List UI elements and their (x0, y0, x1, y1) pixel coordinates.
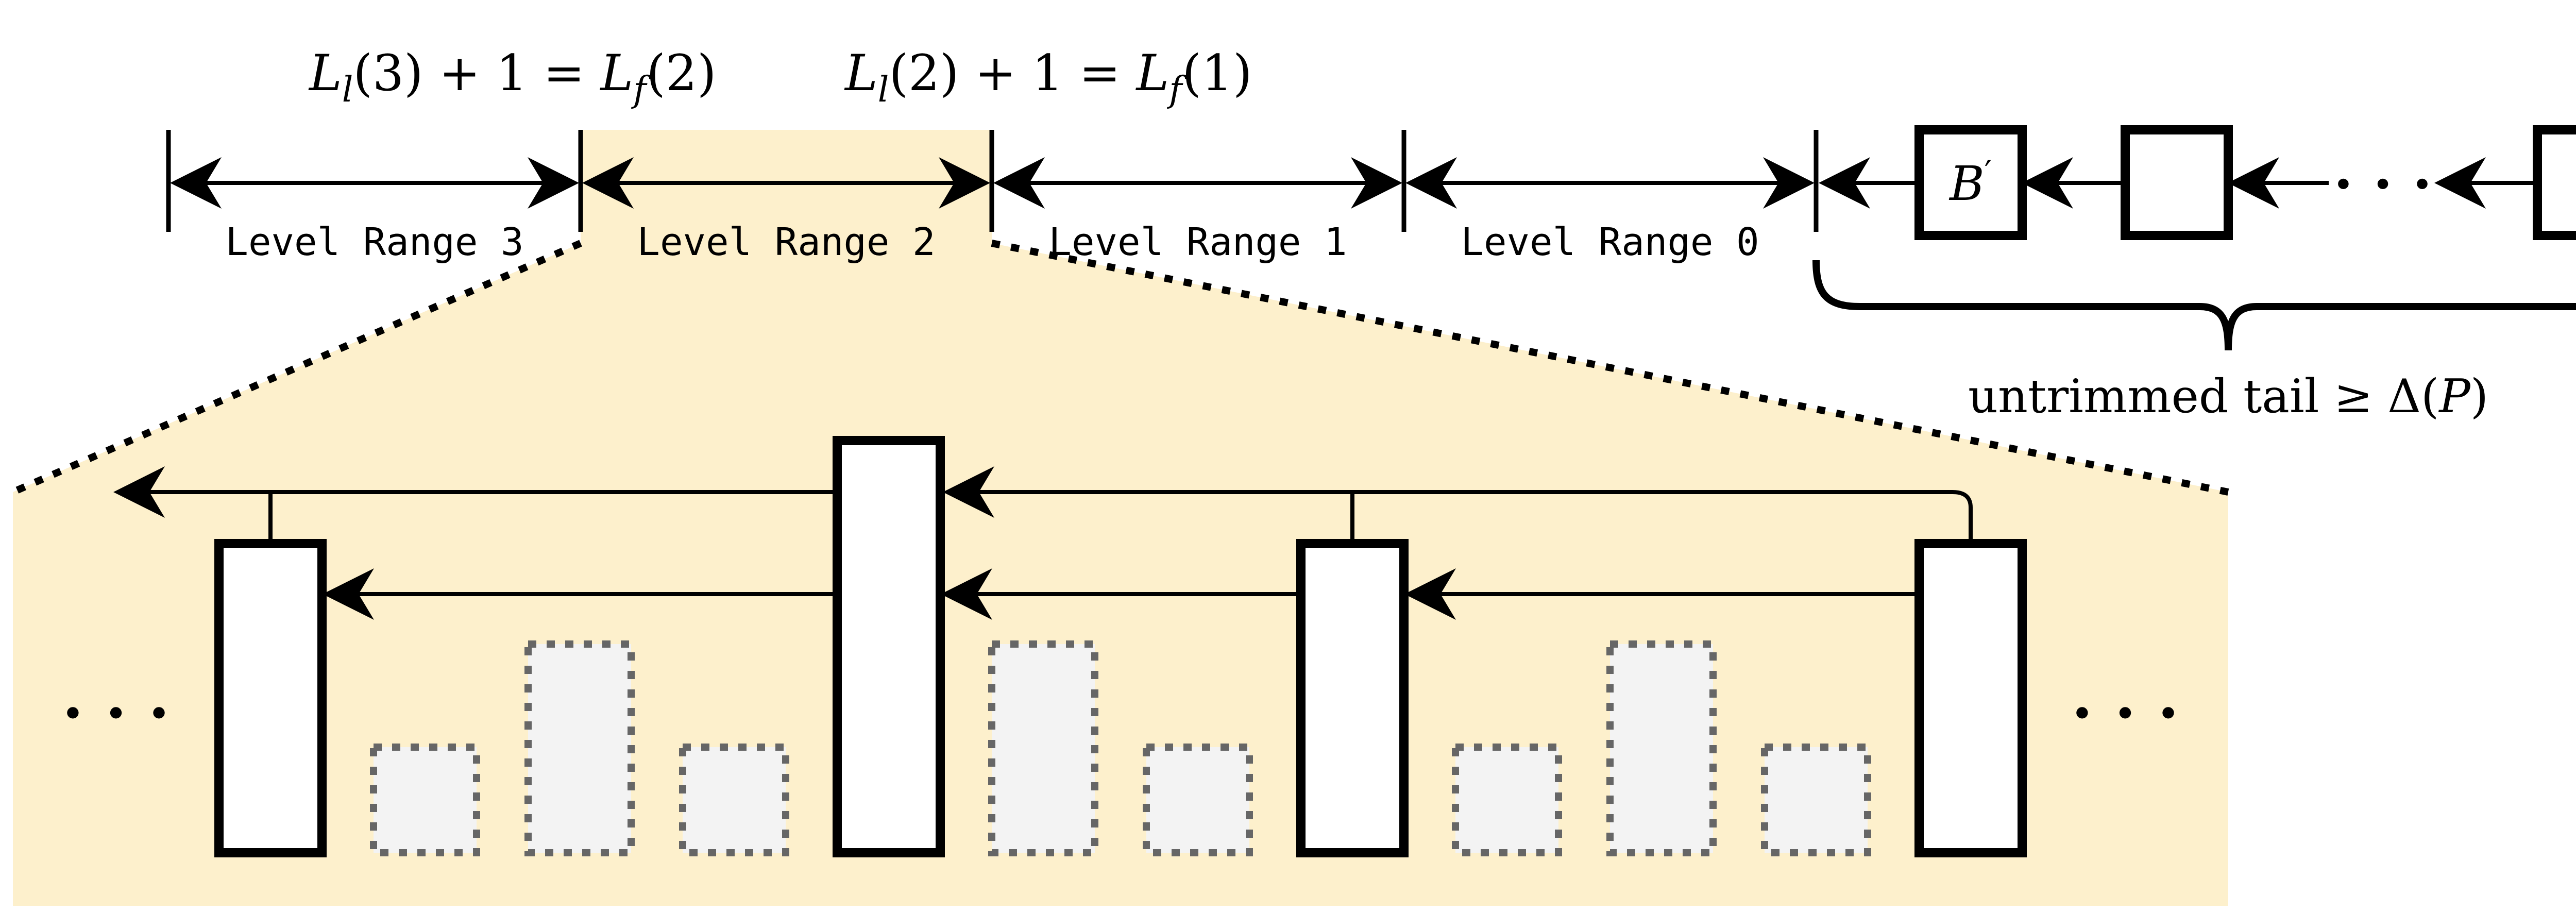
ghost-block-1 (370, 744, 480, 856)
zoom-left-dotted-line (11, 240, 582, 496)
ghost-block-7 (1606, 640, 1717, 856)
untrimmed-tail: B′ · · · untrimmed tail ≥ Δ(P) (1812, 125, 2576, 424)
solid-blocks (214, 436, 2027, 857)
ghost-block-3 (679, 744, 789, 856)
solid-block-3 (1296, 539, 1409, 857)
level-range-3-label: Level Range 3 (225, 220, 523, 264)
zoom-left-ellipsis: · · · (62, 677, 170, 749)
formula-lf2: Ll(3) + 1 = Lf(2) (308, 44, 716, 110)
ghost-block-5 (1143, 744, 1253, 856)
tail-brace (1812, 260, 2576, 351)
upper-connector-right (943, 466, 1973, 542)
zoom-right-ellipsis: · · · (2072, 677, 2179, 749)
tail-ellipsis: · · · (2333, 150, 2432, 217)
ghost-block-8 (1761, 744, 1871, 856)
tail-block-2 (2121, 125, 2233, 240)
tail-brace-label: untrimmed tail ≥ Δ(P) (1968, 369, 2488, 424)
tail-block-3 (2533, 125, 2576, 240)
ghost-block-2 (524, 640, 635, 856)
ghost-block-6 (1452, 744, 1562, 856)
solid-block-1 (214, 539, 327, 857)
ghost-blocks (370, 640, 1871, 856)
level-range-1-label: Level Range 1 (1048, 220, 1347, 264)
solid-block-2-tall (833, 436, 945, 857)
solid-block-4 (1914, 539, 2027, 857)
zoom-connectors (113, 466, 1973, 620)
tail-block-b-prime-label: B′ (1948, 154, 1992, 211)
formula-lf1: Ll(2) + 1 = Lf(1) (844, 44, 1252, 110)
level-range-labels: Level Range 3 Level Range 2 Level Range … (225, 220, 1759, 264)
ghost-block-4 (988, 640, 1098, 856)
level-range-2-label: Level Range 2 (637, 220, 935, 264)
level-range-0-label: Level Range 0 (1461, 220, 1759, 264)
zoom-right-dotted-line (991, 240, 2229, 496)
level-range-ticks (166, 130, 1819, 232)
